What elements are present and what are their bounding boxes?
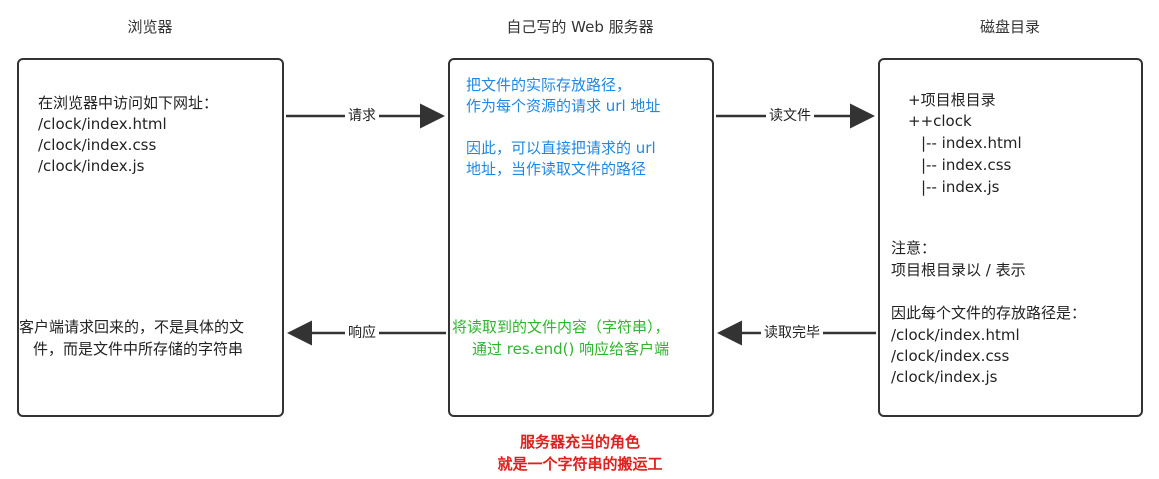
disk-title: 磁盘目录 [979, 18, 1040, 36]
disk-path: /clock/index.css [891, 347, 1010, 365]
response-label: 响应 [345, 324, 379, 342]
browser-box [17, 58, 284, 417]
disk-box [878, 58, 1143, 417]
server-text: 把文件的实际存放路径， [466, 76, 632, 94]
browser-url: /clock/index.html [38, 115, 167, 133]
disk-note-title: 注意： [891, 239, 937, 257]
footer-line1: 服务器充当的角色 [519, 433, 640, 451]
disk-tree-line: +项目根目录 [908, 91, 996, 109]
browser-intro: 在浏览器中访问如下网址： [38, 94, 219, 112]
browser-url: /clock/index.js [38, 157, 145, 175]
disk-tree-line: |-- index.html [921, 134, 1022, 152]
read-file-label: 读文件 [766, 107, 814, 125]
server-green-text: 将读取到的文件内容（字符串）， [452, 318, 670, 336]
server-box [448, 58, 714, 417]
browser-title: 浏览器 [127, 18, 173, 36]
disk-tree-line: |-- index.js [921, 178, 1000, 196]
server-title: 自己写的 Web 服务器 [506, 18, 654, 36]
server-green-text: 通过 res.end() 响应给客户端 [472, 340, 670, 358]
server-text: 因此，可以直接把请求的 url [466, 139, 656, 157]
footer-line2: 就是一个字符串的搬运工 [497, 455, 663, 473]
disk-note-text: 项目根目录以 / 表示 [891, 261, 1026, 279]
server-text: 作为每个资源的请求 url 地址 [466, 97, 661, 115]
browser-response-text: 件，而是文件中所存储的字符串 [33, 340, 244, 358]
disk-path: /clock/index.js [891, 368, 998, 386]
disk-path: /clock/index.html [891, 326, 1020, 344]
server-text: 地址，当作读取文件的路径 [466, 160, 647, 178]
read-done-label: 读取完毕 [761, 324, 823, 342]
request-label: 请求 [345, 107, 379, 125]
disk-path-intro: 因此每个文件的存放路径是： [891, 304, 1087, 322]
disk-tree-line: ++clock [908, 112, 972, 130]
browser-response-text: 客户端请求回来的，不是具体的文 [19, 318, 245, 336]
browser-url: /clock/index.css [38, 136, 157, 154]
disk-tree-line: |-- index.css [921, 156, 1012, 174]
